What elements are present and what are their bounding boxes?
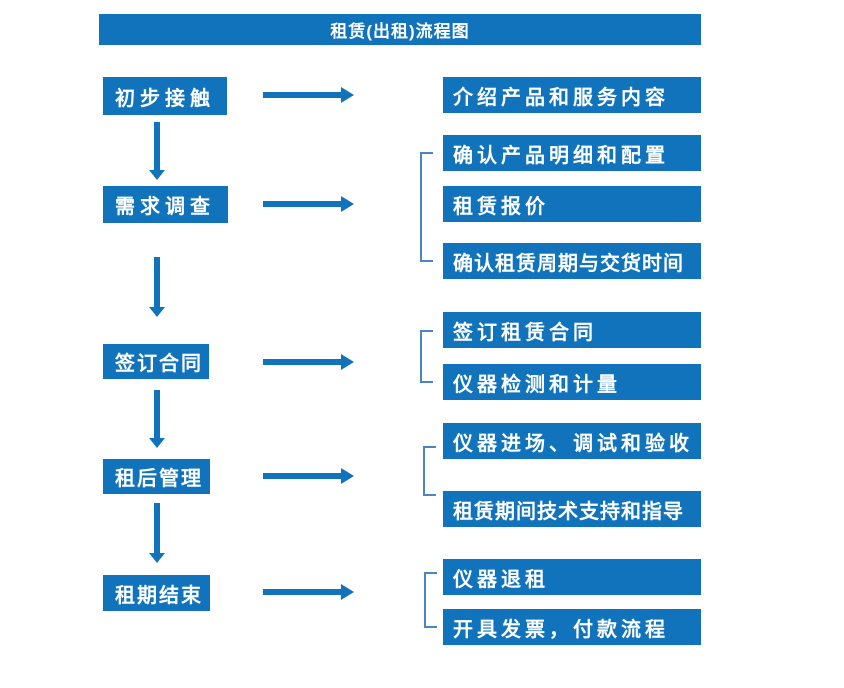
arrow-head: [341, 354, 354, 370]
arrow-shaft: [263, 473, 342, 479]
arrow-right-icon: [263, 584, 354, 600]
arrow-right-icon: [263, 354, 354, 370]
detail-box-invoice-payment-process: 开具发票，付款流程: [443, 609, 701, 645]
group-bracket: [423, 446, 436, 496]
arrow-right-icon: [263, 87, 354, 103]
step-box-post-rental-management: 租后管理: [103, 459, 210, 494]
arrow-down-icon: [149, 390, 165, 448]
arrow-shaft: [154, 122, 160, 170]
arrow-down-icon: [149, 257, 165, 317]
detail-box-confirm-rental-period-delivery: 确认租赁周期与交货时间: [443, 243, 701, 279]
arrow-head: [149, 170, 165, 180]
arrow-right-icon: [263, 196, 354, 212]
detail-box-introduce-products-services: 介绍产品和服务内容: [443, 77, 701, 113]
arrow-shaft: [154, 257, 160, 307]
group-bracket: [420, 152, 433, 262]
detail-box-instrument-return: 仪器退租: [443, 559, 701, 595]
detail-box-sign-rental-contract: 签订租赁合同: [443, 312, 701, 348]
arrow-head: [341, 468, 354, 484]
step-box-rental-end: 租期结束: [103, 575, 210, 611]
group-bracket: [420, 330, 433, 383]
arrow-head: [341, 87, 354, 103]
arrow-shaft: [263, 201, 342, 207]
arrow-shaft: [263, 92, 342, 98]
arrow-head: [341, 196, 354, 212]
arrow-down-icon: [149, 122, 165, 180]
group-bracket: [424, 572, 437, 628]
arrow-head: [149, 438, 165, 448]
detail-box-rental-quotation: 租赁报价: [443, 186, 701, 222]
detail-box-confirm-product-details: 确认产品明细和配置: [443, 135, 701, 171]
arrow-shaft: [263, 359, 342, 365]
detail-box-technical-support-guidance: 租赁期间技术支持和指导: [443, 491, 701, 527]
arrow-head: [149, 307, 165, 317]
arrow-shaft: [154, 390, 160, 438]
arrow-shaft: [263, 589, 342, 595]
arrow-right-icon: [263, 468, 354, 484]
arrow-head: [341, 584, 354, 600]
step-box-demand-survey: 需求调查: [103, 186, 228, 223]
arrow-head: [149, 553, 165, 563]
arrow-down-icon: [149, 503, 165, 563]
detail-box-instrument-entry-debug-acceptance: 仪器进场、调试和验收: [443, 423, 701, 459]
detail-box-instrument-inspection-measurement: 仪器检测和计量: [443, 364, 701, 400]
arrow-shaft: [154, 503, 160, 553]
step-box-sign-contract: 签订合同: [103, 344, 209, 379]
flowchart-title: 租赁(出租)流程图: [99, 14, 701, 45]
step-box-initial-contact: 初步接触: [103, 77, 227, 115]
